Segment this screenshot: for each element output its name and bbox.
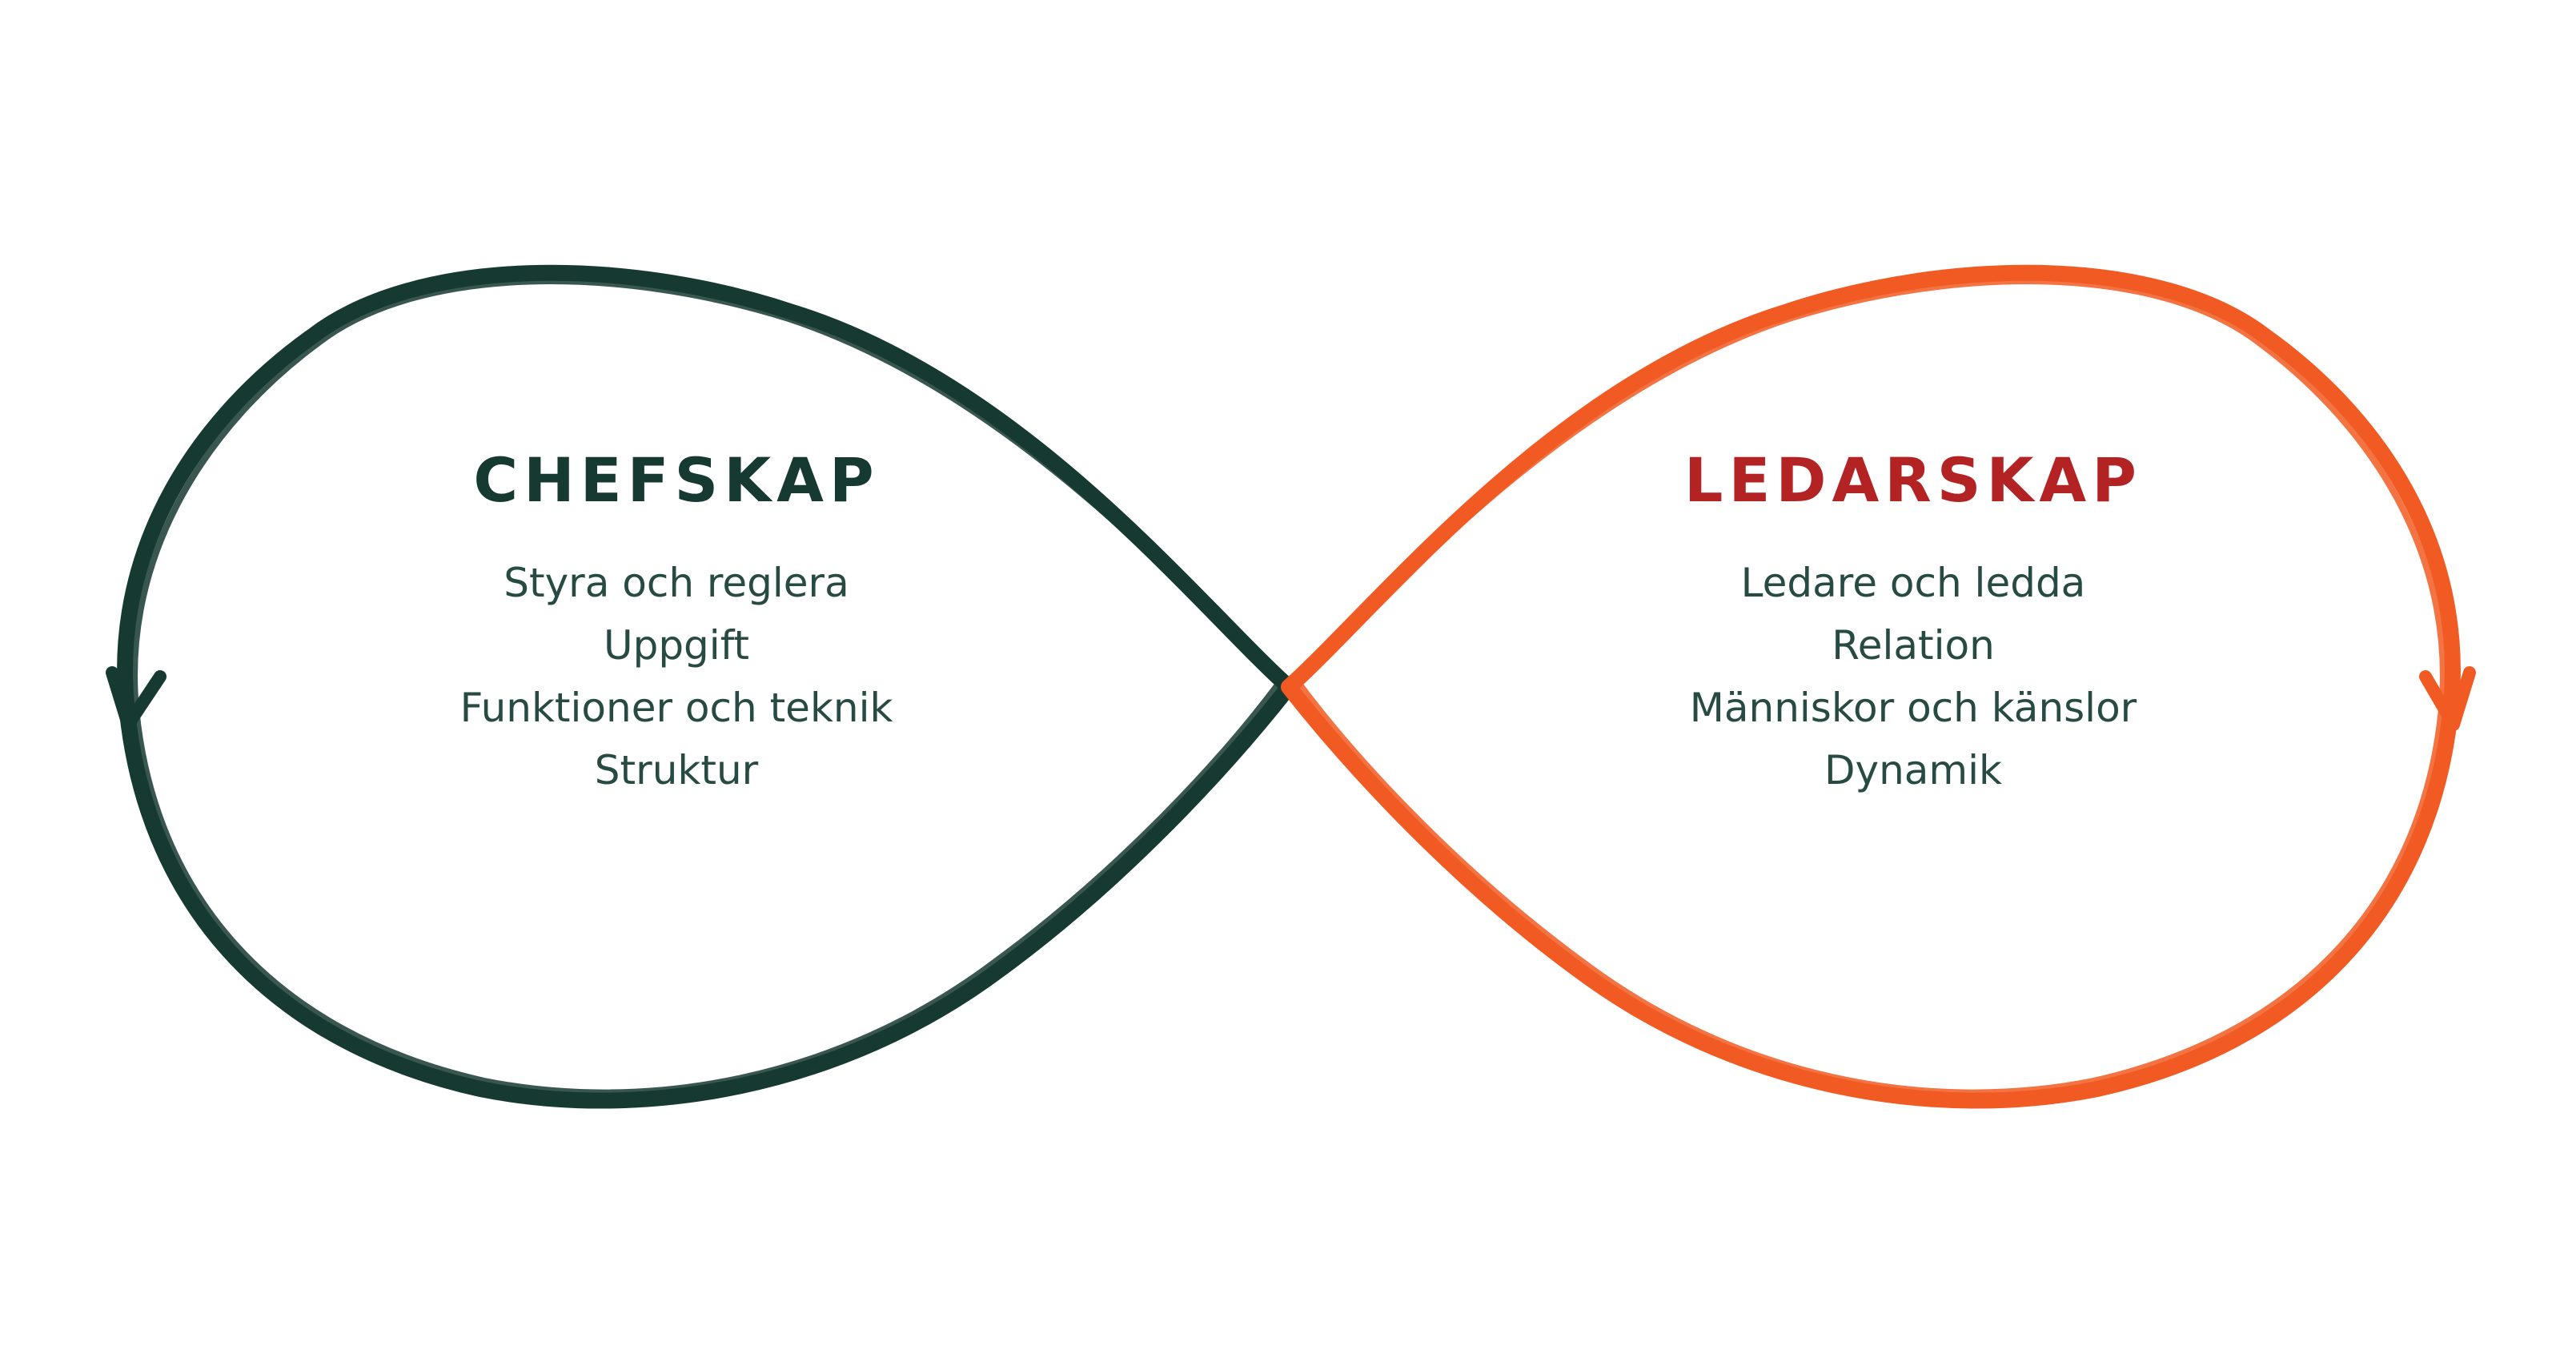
ledarskap-item: Ledare och ledda — [1740, 560, 2086, 606]
arrowhead-down-icon — [106, 666, 167, 731]
ledarskap-item: Relation — [1832, 622, 1995, 669]
arrowhead-down-icon — [2419, 666, 2476, 731]
ledarskap-panel: LEDARSKAP Ledare och ledda Relation Männ… — [1553, 436, 2273, 802]
chefskap-panel: CHEFSKAP Styra och reglera Uppgift Funkt… — [316, 436, 1037, 802]
chefskap-item: Styra och reglera — [504, 560, 849, 606]
chefskap-list: Styra och reglera Uppgift Funktioner och… — [316, 552, 1037, 802]
ledarskap-title: LEDARSKAP — [1684, 444, 2142, 516]
chefskap-item: Struktur — [594, 747, 759, 794]
chefskap-item: Uppgift — [603, 622, 750, 669]
right-loop-stroke — [1281, 264, 2461, 1109]
chefskap-title: CHEFSKAP — [473, 444, 880, 516]
ledarskap-item: Dynamik — [1824, 747, 2002, 794]
ledarskap-item: Människor och känslor — [1689, 685, 2137, 731]
ledarskap-list: Ledare och ledda Relation Människor och … — [1553, 552, 2273, 802]
chefskap-item: Funktioner och teknik — [459, 685, 893, 731]
